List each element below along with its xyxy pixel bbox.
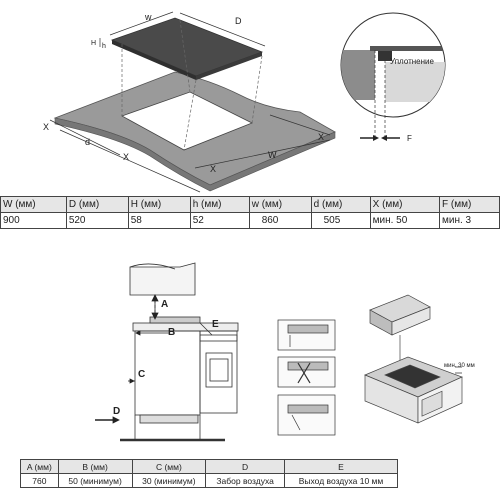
hob-top [110, 17, 264, 80]
hob-cutout-diagram: w D H h X d X X W X Уплотнение F [43, 11, 446, 193]
label-w-top: w [144, 12, 152, 22]
table-cell: Забор воздуха [205, 473, 285, 488]
table-cell: 760 [20, 473, 59, 488]
dimension-arrows-bottom [95, 294, 170, 424]
table-header-cell: A (мм) [20, 459, 59, 474]
label-seal: Уплотнение [390, 57, 435, 66]
table-header-cell: W (мм) [0, 196, 67, 213]
label-C: C [138, 369, 145, 380]
label-E: E [212, 319, 219, 330]
mounting-detail-panels [277, 319, 336, 436]
countertop [53, 71, 336, 192]
hood-cooktop-sketch [364, 294, 463, 424]
top-dimension-lines [49, 11, 331, 193]
label-D-top: D [235, 16, 242, 26]
clearance-table: A (мм) B (мм) C (мм) D E 760 50 (минимум… [20, 459, 398, 488]
table-header-cell: E [284, 459, 398, 474]
table-cell: 520 [65, 212, 129, 229]
table-header-cell: d (мм) [310, 196, 371, 213]
table-header-cell: X (мм) [369, 196, 440, 213]
table-header-cell: B (мм) [57, 459, 133, 474]
cabinet-section-sketch [120, 262, 239, 442]
table-header-cell: C (мм) [131, 459, 207, 474]
label-X-bottom-left: X [123, 152, 129, 162]
table-cell: 52 [189, 212, 250, 229]
table-cell: 58 [127, 212, 191, 229]
projection-lines [121, 19, 263, 151]
dimensions-table: W (мм) D (мм) H (мм) h (мм) w (мм) d (мм… [0, 196, 500, 229]
table-cell: 50 (минимум) [57, 473, 133, 488]
label-X-left: X [43, 122, 49, 132]
table-cell: мин. 3 [438, 212, 500, 229]
table-header-cell: F (мм) [438, 196, 500, 213]
label-D: D [113, 406, 120, 417]
seal-detail-circle [340, 12, 446, 141]
table-cell: 505 [310, 212, 371, 229]
installation-clearance-diagram: A B C D E мин. 30 мм [95, 262, 475, 442]
table-header-cell: H (мм) [127, 196, 191, 213]
label-h: h [102, 43, 106, 50]
label-H: H [91, 40, 96, 47]
label-X-right: X [318, 132, 324, 142]
table-cell: Выход воздуха 10 мм [284, 473, 398, 488]
table-header-cell: w (мм) [248, 196, 312, 213]
table-header-cell: h (мм) [189, 196, 250, 213]
table-cell: 30 (минимум) [131, 473, 207, 488]
label-B: B [168, 327, 175, 338]
clearance-table-header-row: A (мм) B (мм) C (мм) D E [20, 459, 398, 474]
label-min-30mm: мин. 30 мм [444, 363, 475, 369]
table-header-cell: D [205, 459, 285, 474]
label-A: A [161, 299, 168, 310]
label-W: W [268, 150, 277, 160]
clearance-table-value-row: 760 50 (минимум) 30 (минимум) Забор возд… [20, 473, 398, 488]
label-X-bottom: X [210, 164, 216, 174]
table-cell: 860 [248, 212, 312, 229]
label-F: F [407, 134, 412, 143]
label-d: d [85, 137, 90, 147]
table-header-cell: D (мм) [65, 196, 129, 213]
dimensions-table-value-row: 900 520 58 52 860 505 мин. 50 мин. 3 [0, 212, 500, 229]
table-cell: мин. 50 [369, 212, 440, 229]
table-cell: 900 [0, 212, 67, 229]
dimensions-table-header-row: W (мм) D (мм) H (мм) h (мм) w (мм) d (мм… [0, 196, 500, 213]
